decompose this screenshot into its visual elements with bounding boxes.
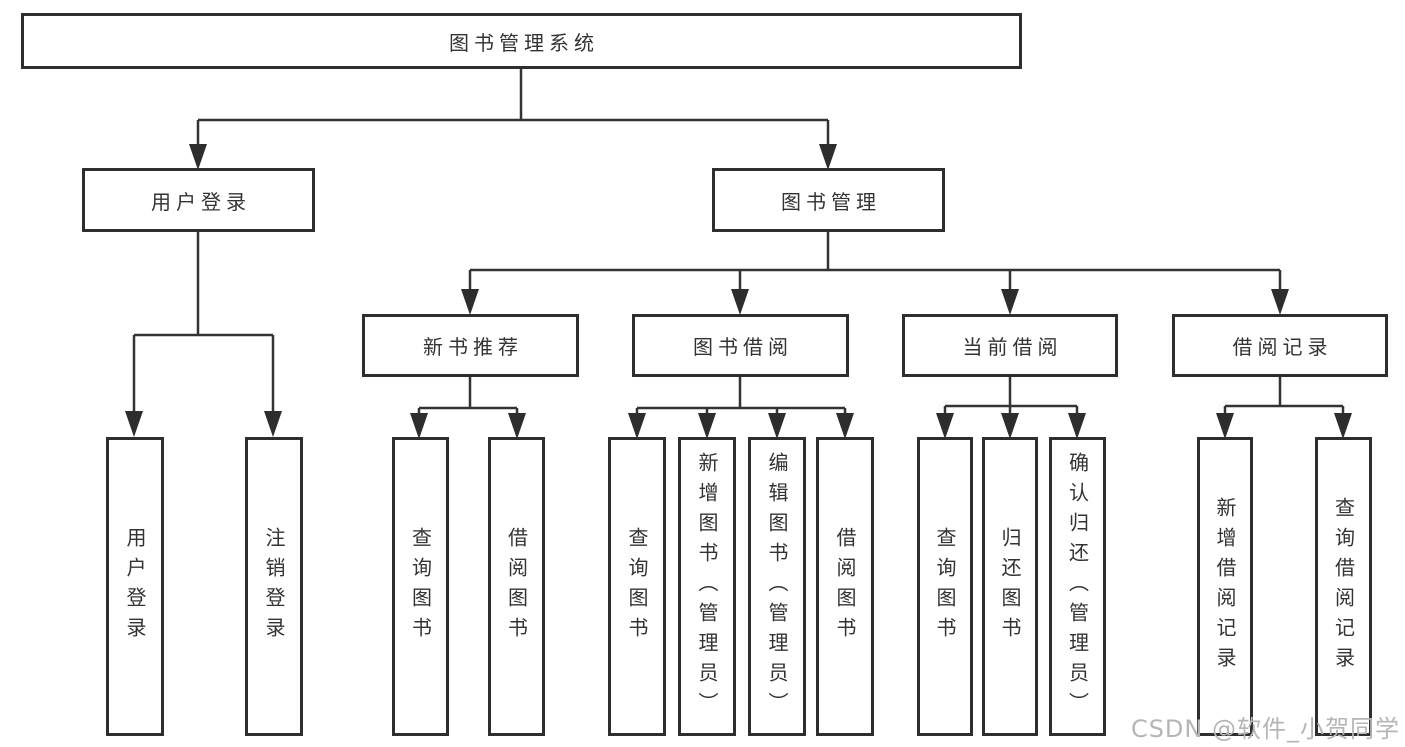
leaf-user-login: 用户登录	[106, 437, 164, 736]
leaf-add-books-admin-label: 新增图书（管理员）	[695, 451, 719, 722]
leaf-confirm-return-admin-label: 确认归还（管理员）	[1065, 451, 1090, 722]
leaf-add-books-admin: 新增图书（管理员）	[678, 437, 736, 736]
group-book-borrow: 图书借阅	[632, 314, 849, 377]
leaf-borrow-books-2-label: 借阅图书	[833, 526, 857, 647]
leaf-query-books-1: 查询图书	[392, 437, 449, 736]
leaf-confirm-return-admin: 确认归还（管理员）	[1049, 437, 1106, 736]
leaf-borrow-books-2: 借阅图书	[816, 437, 874, 736]
group-current-borrow: 当前借阅	[902, 314, 1118, 377]
leaf-logout: 注销登录	[245, 437, 303, 736]
watermark: CSDN @软件_小贺同学	[1130, 715, 1400, 743]
arrowheads	[125, 144, 1352, 439]
group-new-book-recommend-label: 新书推荐	[423, 335, 523, 359]
leaf-add-borrow-record: 新增借阅记录	[1197, 437, 1253, 736]
branch-user-login: 用户登录	[82, 168, 315, 232]
group-current-borrow-label: 当前借阅	[962, 335, 1063, 359]
leaf-borrow-books-1-label: 借阅图书	[504, 526, 529, 647]
group-borrow-records-label: 借阅记录	[1232, 335, 1333, 359]
leaf-borrow-books-1: 借阅图书	[488, 437, 545, 736]
node-root-label: 图书管理系统	[449, 30, 599, 55]
group-new-book-recommend: 新书推荐	[362, 314, 579, 377]
node-root: 图书管理系统	[21, 13, 1022, 69]
branch-book-management: 图书管理	[712, 168, 945, 232]
leaf-query-books-3-label: 查询图书	[933, 526, 957, 647]
leaf-query-books-3: 查询图书	[917, 437, 973, 736]
leaf-add-borrow-record-label: 新增借阅记录	[1213, 496, 1237, 677]
leaf-query-books-1-label: 查询图书	[408, 526, 433, 647]
leaf-edit-books-admin: 编辑图书（管理员）	[748, 437, 806, 736]
leaf-edit-books-admin-label: 编辑图书（管理员）	[765, 451, 789, 722]
leaf-query-books-2-label: 查询图书	[625, 526, 649, 647]
leaf-query-borrow-record-label: 查询借阅记录	[1331, 496, 1356, 677]
leaf-query-borrow-record: 查询借阅记录	[1315, 437, 1372, 736]
leaf-user-login-label: 用户登录	[123, 526, 147, 647]
group-borrow-records: 借阅记录	[1172, 314, 1388, 377]
branch-book-management-label: 图书管理	[781, 189, 881, 214]
leaf-return-books: 归还图书	[982, 437, 1038, 736]
branch-user-login-label: 用户登录	[151, 189, 251, 214]
leaf-return-books-label: 归还图书	[998, 526, 1022, 647]
leaf-query-books-2: 查询图书	[608, 437, 666, 736]
leaf-logout-label: 注销登录	[262, 526, 286, 647]
group-book-borrow-label: 图书借阅	[693, 335, 793, 359]
